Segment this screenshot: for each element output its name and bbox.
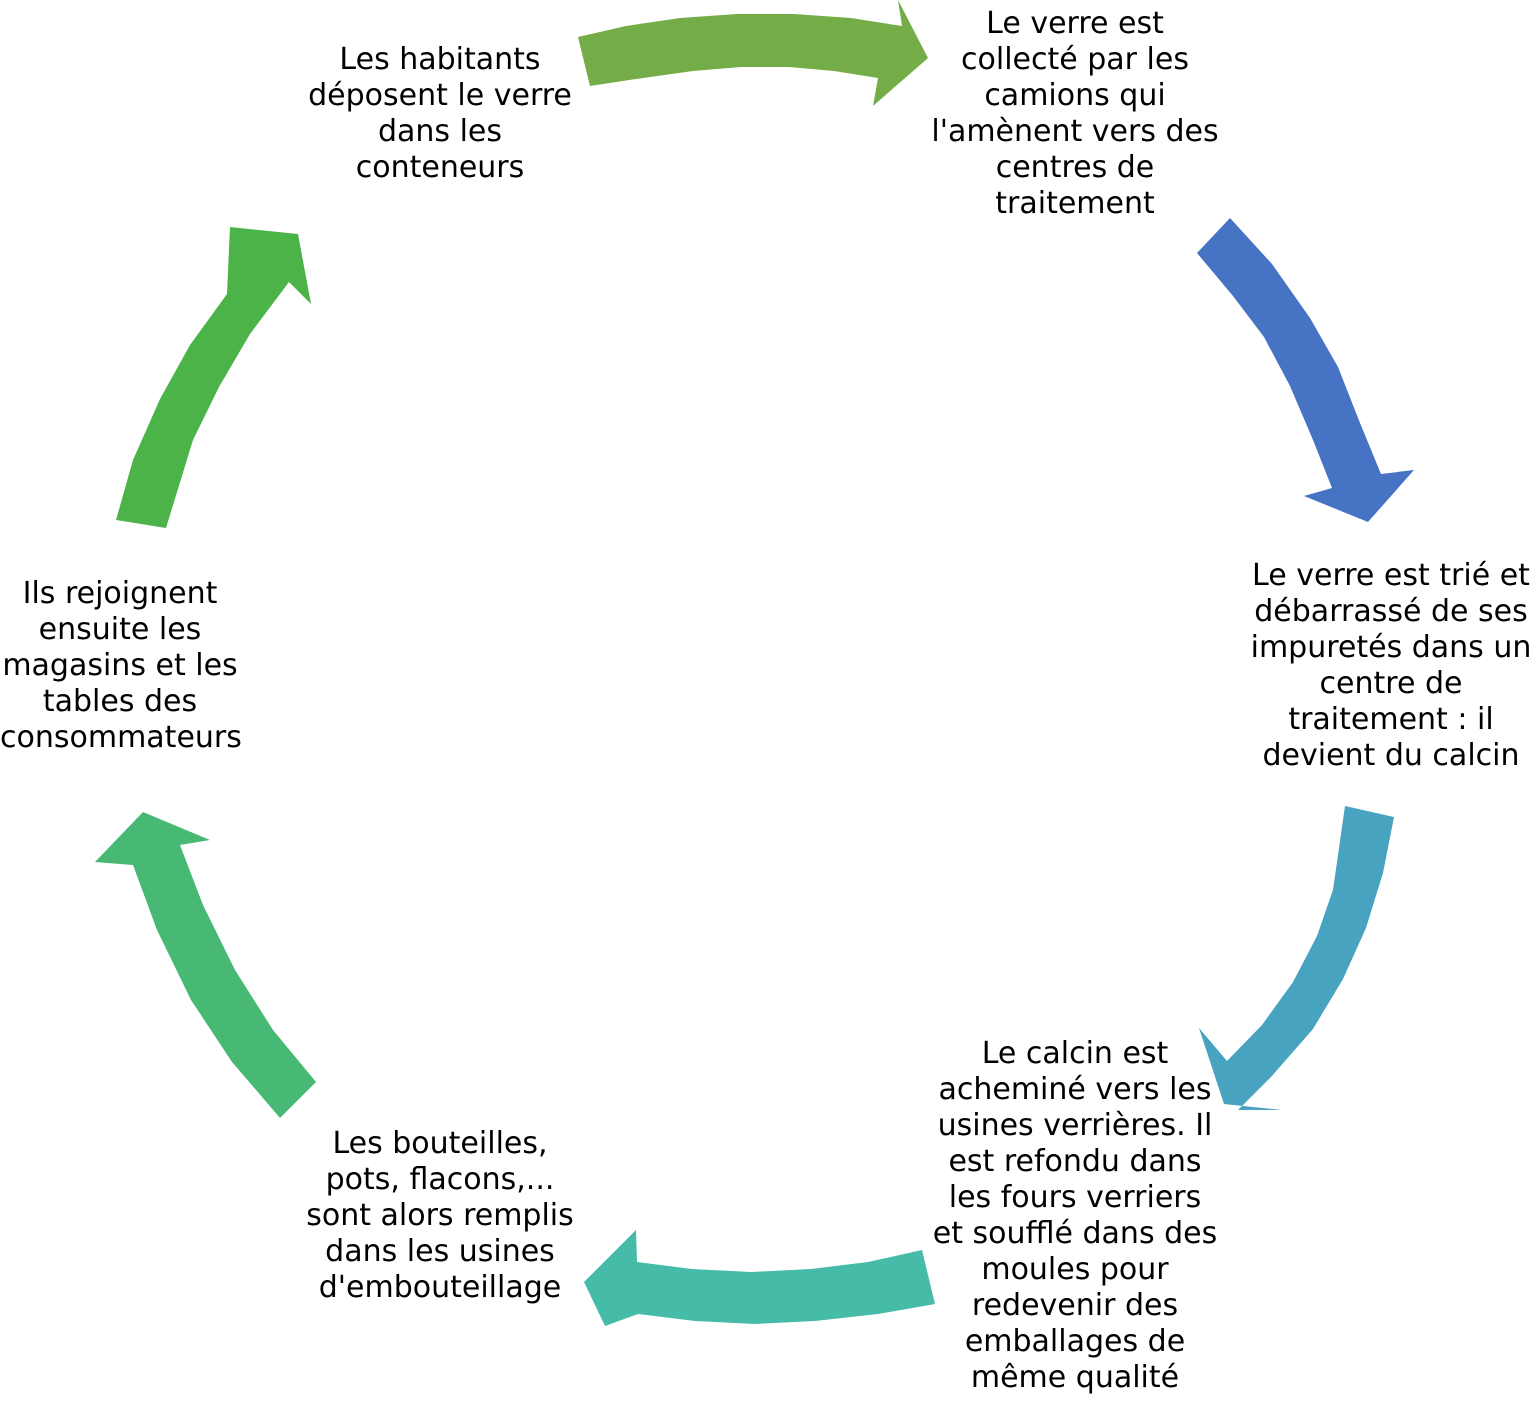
- step-1-label: Les habitants déposent le verre dans les…: [308, 42, 572, 185]
- arrow-step-6-to-1: [116, 227, 311, 528]
- step-3-label: Le verre est trié et débarrassé de ses i…: [1250, 558, 1532, 773]
- step-5-label: Les bouteilles, pots, flacons,... sont a…: [306, 1126, 574, 1305]
- step-2-label: Le verre est collecté par les camions qu…: [931, 6, 1219, 221]
- arrow-step-3-to-4: [1199, 806, 1394, 1110]
- step-6-label: Ils rejoignent ensuite les magasins et l…: [0, 576, 242, 755]
- step-4-label: Le calcin est acheminé vers les usines v…: [932, 1036, 1218, 1395]
- arrow-step-5-to-6: [95, 812, 316, 1118]
- arrow-step-1-to-2: [578, 0, 928, 106]
- arrow-step-4-to-5: [584, 1230, 935, 1326]
- arrow-step-2-to-3: [1197, 218, 1414, 522]
